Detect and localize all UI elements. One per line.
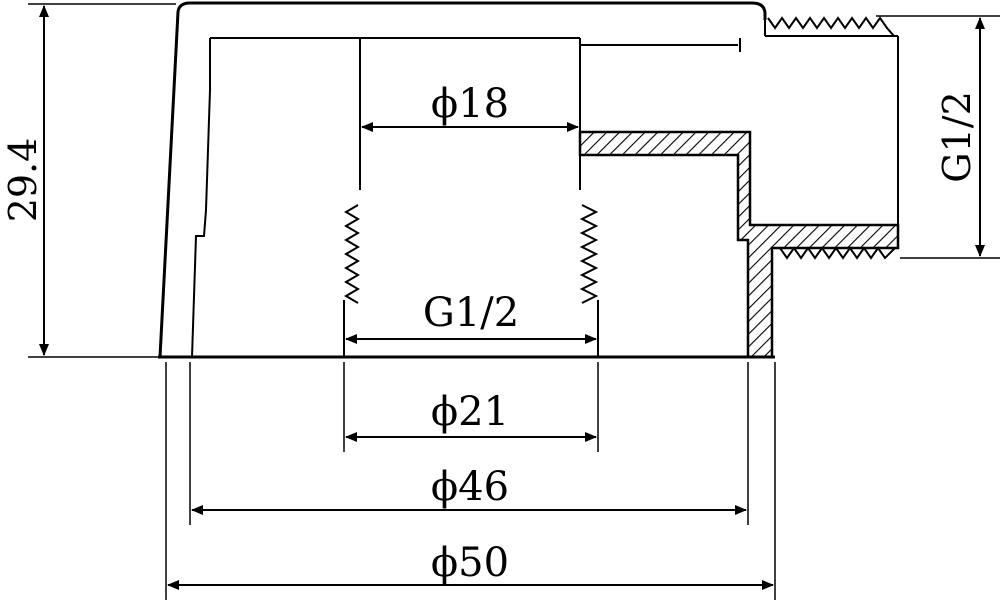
inner-diameter-label: ϕ21 — [431, 389, 509, 435]
outer-diameter-label: ϕ50 — [431, 540, 509, 586]
height-label: 29.4 — [1, 138, 45, 223]
hatched-section — [578, 130, 900, 359]
outer-thread-label: G1/2 — [935, 91, 979, 183]
dimension-lines — [39, 4, 985, 590]
body-diameter-label: ϕ46 — [431, 464, 509, 510]
body-outline — [158, 1, 775, 359]
inner-thread-label: G1/2 — [423, 290, 519, 336]
side-outlet — [764, 16, 899, 260]
extension-lines — [28, 3, 1000, 600]
central-bore — [343, 38, 599, 357]
bore-diameter-label: ϕ18 — [431, 81, 509, 127]
dimension-labels: 29.4 ϕ18 G1/2 G1/2 ϕ21 ϕ46 ϕ50 — [1, 81, 979, 586]
